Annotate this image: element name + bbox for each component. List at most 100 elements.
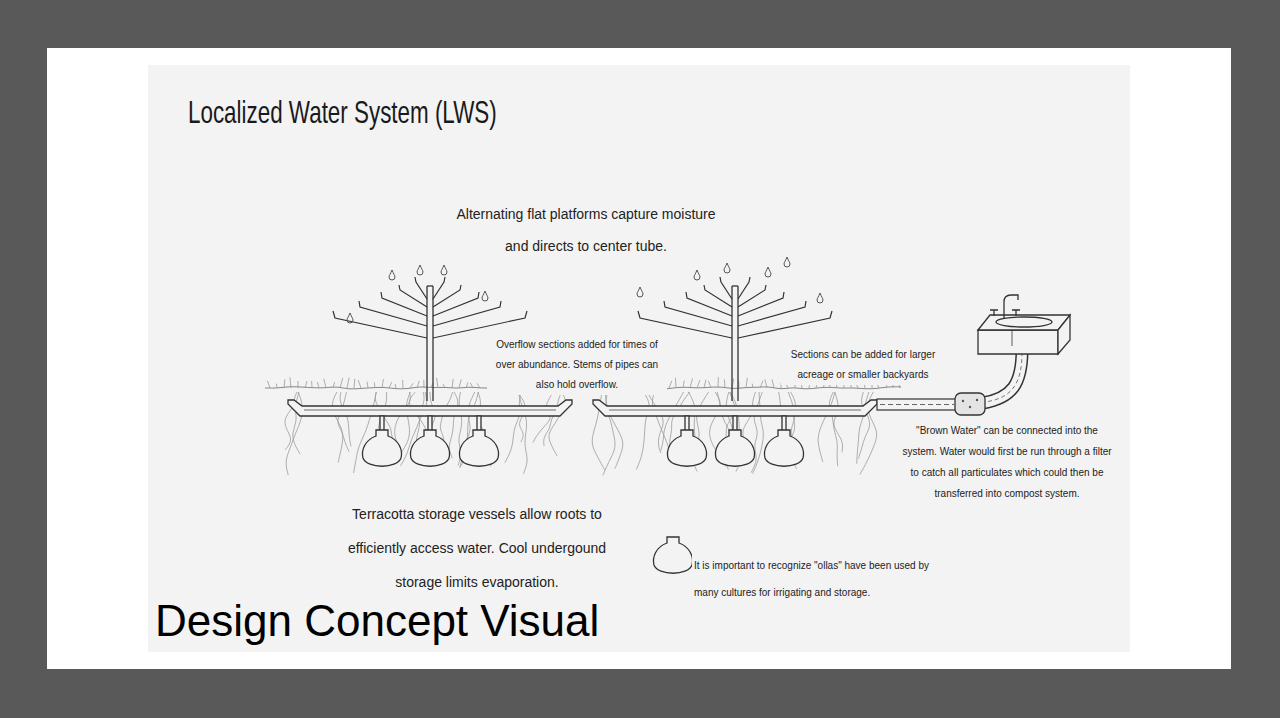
grass-stroke — [452, 379, 453, 388]
water-drops — [694, 270, 700, 280]
grass-stroke — [752, 384, 754, 388]
grass-stroke — [690, 378, 692, 388]
grass-stroke — [311, 381, 312, 388]
root-strand — [636, 392, 649, 470]
grass-stroke — [697, 380, 700, 388]
grass-stroke — [669, 381, 672, 388]
grass-stroke — [708, 381, 711, 388]
grass-stroke — [297, 381, 298, 388]
root-strand — [332, 392, 342, 462]
grass-stroke — [324, 379, 326, 388]
grass-stroke — [290, 377, 291, 388]
note-text: "Brown Water" can be connected into the … — [900, 420, 1114, 504]
sink — [990, 310, 1020, 316]
grass-stroke — [746, 378, 747, 388]
water-drops — [347, 257, 823, 323]
root-strand — [647, 392, 663, 453]
root-strand — [544, 392, 562, 446]
grass-stroke — [437, 378, 438, 388]
root-strand — [605, 392, 623, 469]
grass-stroke — [395, 384, 397, 388]
drain-pipe — [983, 350, 1022, 403]
water-drops — [441, 265, 447, 275]
grass-stroke — [358, 380, 361, 388]
sink — [1012, 330, 1013, 346]
grass-stroke — [724, 379, 726, 388]
grass-stroke — [382, 379, 383, 388]
filter — [969, 406, 971, 408]
root-strand — [818, 392, 835, 462]
grass-stroke — [317, 382, 319, 388]
grass-stroke — [268, 381, 270, 388]
sink — [978, 315, 1070, 330]
olla-icon — [654, 537, 693, 573]
root-strand — [533, 392, 553, 443]
water-drops — [765, 267, 771, 277]
filter — [955, 393, 985, 415]
water-drops — [784, 257, 790, 267]
grass-stroke — [704, 380, 706, 388]
note-text: Terracotta storage vessels allow roots t… — [322, 497, 632, 599]
grass-stroke — [354, 379, 356, 388]
sink — [978, 295, 1070, 354]
grass-stroke — [276, 384, 278, 388]
grass-stroke — [466, 382, 468, 388]
grass-stroke — [675, 378, 677, 388]
drain-pipe — [985, 352, 1022, 402]
grass-stroke — [423, 380, 424, 388]
grass-stroke — [333, 382, 335, 388]
grass-stroke — [367, 382, 369, 388]
diagram-title: Localized Water System (LWS) — [188, 92, 497, 132]
connector-pipe — [877, 399, 957, 410]
grass-stroke — [718, 377, 719, 388]
grass-stroke — [347, 378, 349, 388]
root-strand — [338, 392, 349, 452]
drain-pipe — [983, 350, 1022, 403]
connector-pipe — [880, 404, 954, 405]
grass-stroke — [417, 381, 419, 388]
connector-pipe — [877, 399, 957, 410]
filter — [962, 400, 964, 402]
water-drops — [347, 313, 353, 323]
water-drops — [482, 291, 488, 301]
root-strand — [395, 392, 411, 442]
grass-stroke — [410, 383, 413, 388]
root-strand — [440, 392, 452, 446]
note-text: It is important to recognize "ollas" hav… — [692, 552, 944, 606]
root-strand — [516, 392, 525, 442]
grass-stroke — [470, 383, 473, 388]
grass-stroke — [402, 380, 403, 388]
slide-caption: Design Concept Visual — [155, 596, 599, 646]
filter — [955, 393, 985, 415]
grass-stroke — [340, 378, 343, 388]
root-strand — [505, 392, 521, 463]
grass-stroke — [760, 381, 763, 388]
water-drops — [417, 265, 423, 275]
root-strand — [449, 392, 458, 458]
root-strand — [834, 392, 843, 452]
grass-stroke — [443, 384, 445, 388]
note-text: Overflow sections added for times of ove… — [487, 335, 667, 395]
grass-stroke — [305, 381, 307, 388]
grass-stroke — [765, 379, 767, 388]
grass-stroke — [389, 382, 392, 388]
root-strand — [829, 392, 837, 466]
grass-stroke — [459, 379, 461, 388]
grass-stroke — [772, 379, 774, 388]
drain-pipe — [983, 350, 1022, 403]
root-strand — [340, 392, 351, 446]
grass-stroke — [683, 381, 684, 388]
grass-stroke — [374, 382, 376, 388]
water-drops — [724, 263, 730, 273]
water-drops — [817, 293, 823, 303]
grass-stroke — [477, 383, 480, 388]
filter — [976, 399, 978, 401]
sink — [1058, 315, 1070, 354]
note-text: Alternating flat platforms capture moist… — [446, 198, 726, 262]
note-text: Sections can be added for larger acreage… — [781, 345, 945, 385]
sink — [978, 330, 1058, 354]
water-drops — [389, 270, 395, 280]
water-drops — [637, 287, 643, 297]
grass-stroke — [284, 379, 286, 388]
